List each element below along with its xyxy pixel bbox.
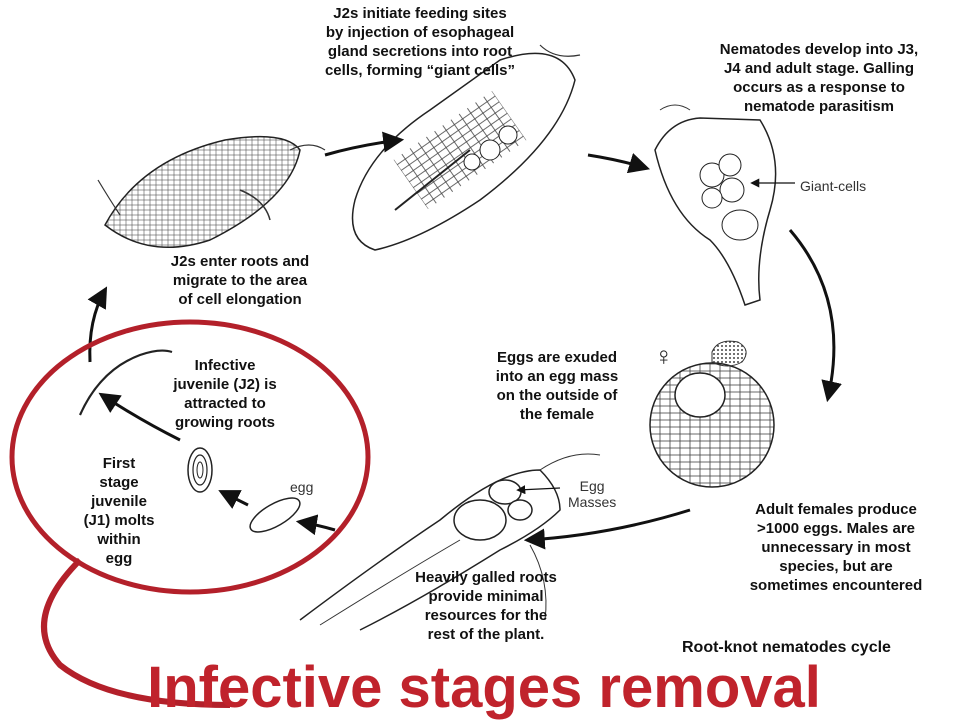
label-giant-cells: Giant-cells — [800, 178, 866, 194]
female-symbol-icon: ♀ — [654, 342, 674, 370]
caption-galled-roots: Heavily galled roots provide minimal res… — [386, 568, 586, 644]
caption-first-stage: First stage juvenile (J1) molts within e… — [60, 454, 178, 568]
root-tip-illustration — [98, 137, 325, 248]
caption-eggs-exuded: Eggs are exuded into an egg mass on the … — [472, 348, 642, 424]
caption-infective-juvenile: Infective juvenile (J2) is attracted to … — [150, 356, 300, 432]
label-egg-masses: Egg Masses — [568, 478, 616, 510]
egg-illustration — [245, 491, 304, 538]
gall-giant-cells-illustration — [655, 105, 795, 305]
label-egg: egg — [290, 479, 313, 495]
caption-adult-females: Adult females produce >1000 eggs. Males … — [712, 500, 960, 595]
caption-enter-roots: J2s enter roots and migrate to the area … — [125, 252, 355, 309]
caption-feeding-sites: J2s initiate feeding sites by injection … — [282, 4, 558, 80]
infective-stages-removal-banner: Infective stages removal — [0, 654, 968, 724]
caption-development-galling: Nematodes develop into J3, J4 and adult … — [684, 40, 954, 116]
coiled-juvenile-illustration — [188, 448, 212, 492]
